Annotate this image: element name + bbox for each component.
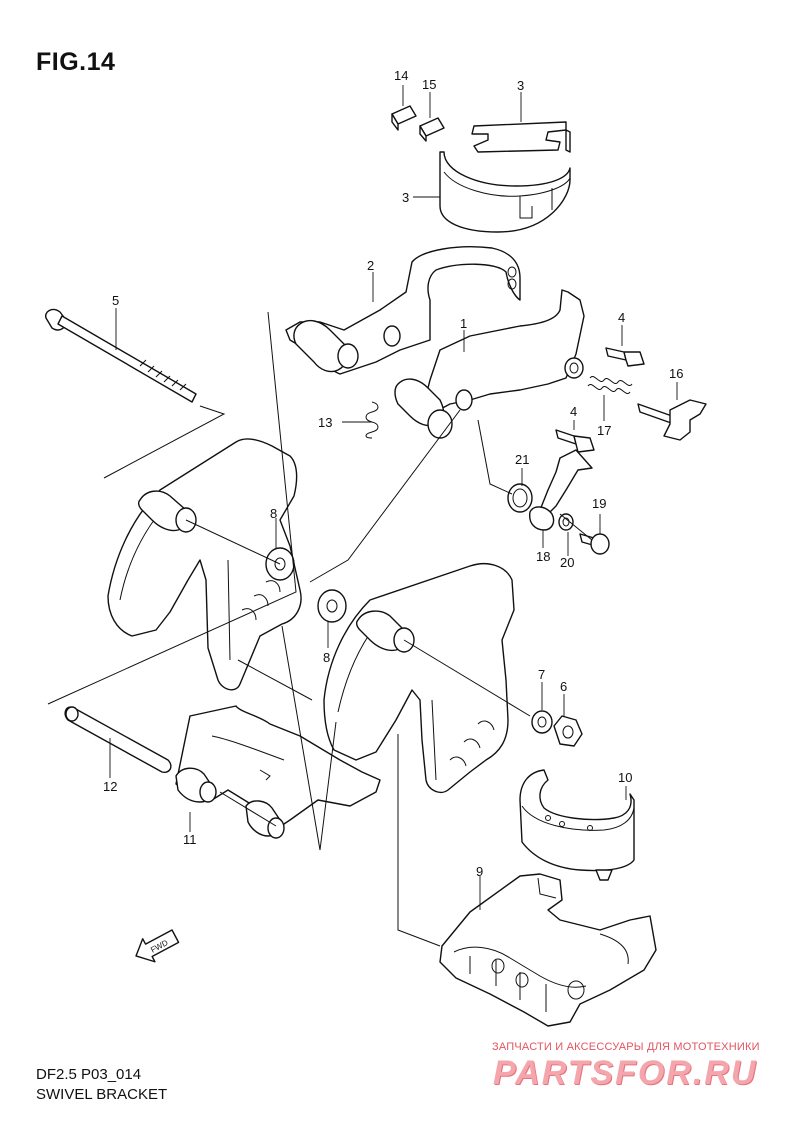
callout-1: 1: [460, 316, 467, 331]
part-4-bolt-lower: [555, 420, 595, 453]
assembly-lines: [47, 311, 593, 947]
callout-21: 21: [515, 452, 529, 467]
part-21-collar: [507, 468, 533, 513]
part-7-washer: [531, 682, 553, 734]
callout-16: 16: [669, 366, 683, 381]
callout-14: 14: [394, 68, 408, 83]
part-19-screw: [579, 514, 610, 555]
callout-20: 20: [560, 555, 574, 570]
callout-4-upper: 4: [618, 310, 625, 325]
part-8-washer-right: [317, 589, 347, 648]
figure-title: FIG.14: [36, 48, 116, 76]
watermark-logo: PARTSFOR.RU: [493, 1054, 758, 1092]
callout-7: 7: [538, 667, 545, 682]
part-20-washer: [558, 513, 574, 556]
watermark-caption: ЗАПЧАСТИ И АКСЕССУАРЫ ДЛЯ МОТОТЕХНИКИ: [492, 1041, 760, 1053]
part-6-nut: [553, 694, 583, 747]
callout-18: 18: [536, 549, 550, 564]
callout-8-right: 8: [323, 650, 330, 665]
part-2-clamp-bracket: [285, 246, 521, 375]
callout-3-lower: 3: [402, 190, 409, 205]
callout-15: 15: [422, 77, 436, 92]
callout-3-upper: 3: [517, 78, 524, 93]
callout-labels: 14 15 3 3 2 5 1 4 16 13 4 17 21 19 8 18 …: [103, 68, 683, 879]
callout-5: 5: [112, 293, 119, 308]
part-3-bushing-lower: [413, 151, 571, 233]
model-code: DF2.5 P03_014: [36, 1066, 142, 1083]
part-16-thumb-screw: [637, 382, 707, 441]
callout-17: 17: [597, 423, 611, 438]
part-4-bolt-upper: [605, 325, 645, 367]
left-clamp-bracket: [107, 438, 302, 691]
right-clamp-bracket: [323, 562, 515, 794]
callout-8-left: 8: [270, 506, 277, 521]
part-3-bushing-upper: [471, 92, 571, 153]
part-1-swivel-case: [394, 289, 585, 439]
part-10-bushing: [519, 769, 635, 881]
part-18-tilt-lever: [529, 449, 593, 548]
callout-10: 10: [618, 770, 632, 785]
callout-2: 2: [367, 258, 374, 273]
forward-direction-marker: FWD: [135, 929, 180, 963]
part-15-pad: [419, 92, 445, 142]
part-9-swivel-bracket-lower: [439, 873, 657, 1027]
part-5-through-bolt: [45, 308, 197, 403]
part-17-spring: [587, 376, 633, 421]
part-13-spring: [342, 401, 379, 439]
callout-6: 6: [560, 679, 567, 694]
callout-19: 19: [592, 496, 606, 511]
callout-4-lower: 4: [570, 404, 577, 419]
figure-name: SWIVEL BRACKET: [36, 1086, 168, 1103]
callout-13: 13: [318, 415, 332, 430]
callout-12: 12: [103, 779, 117, 794]
callout-9: 9: [476, 864, 483, 879]
part-14-pad: [391, 85, 417, 131]
callout-11: 11: [183, 832, 197, 847]
part-12-tilt-pin: [64, 706, 172, 778]
